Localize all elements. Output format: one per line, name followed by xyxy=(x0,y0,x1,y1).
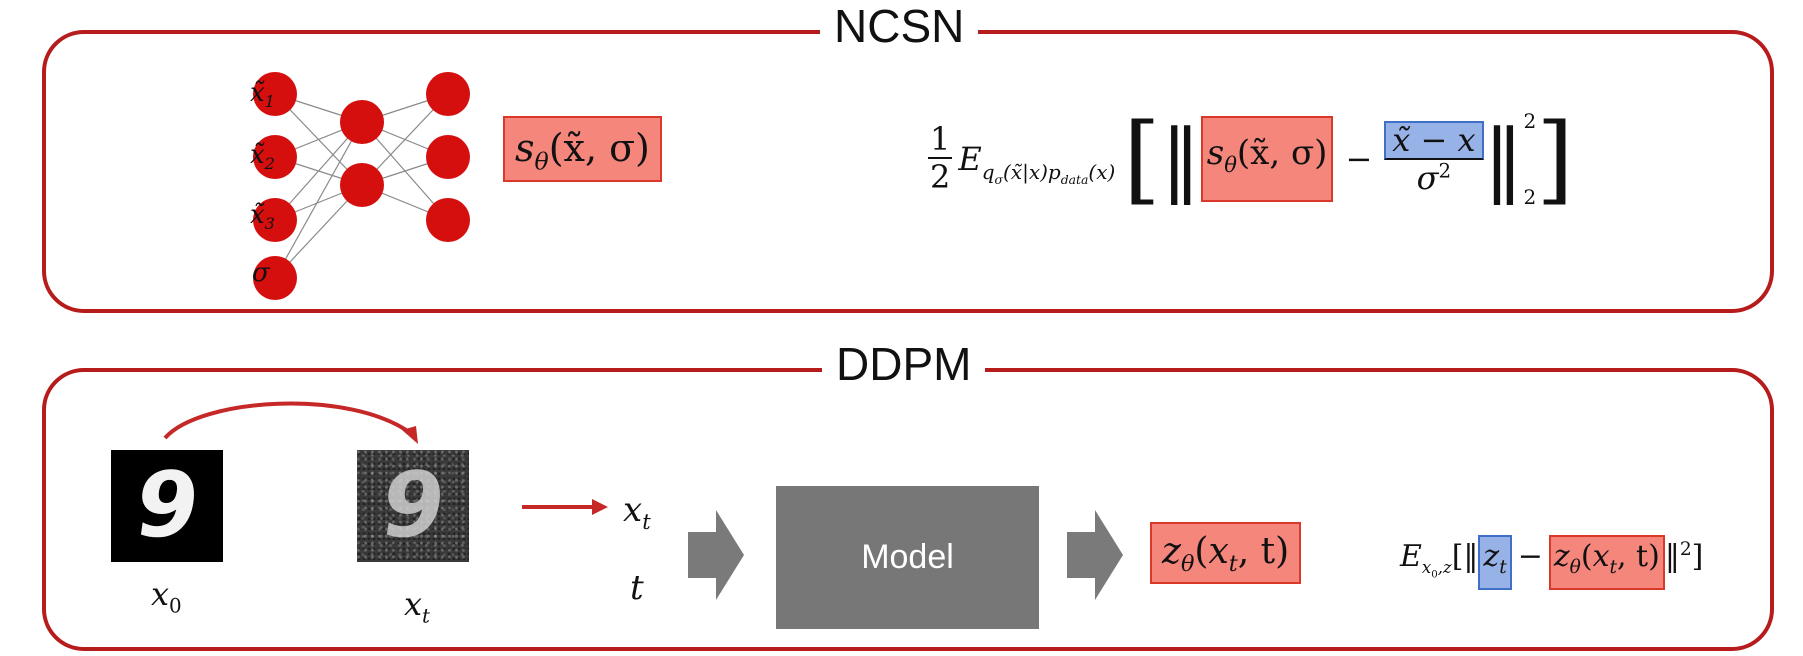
input-label-x1: x̃1 xyxy=(250,78,275,112)
network-edge xyxy=(274,121,363,279)
gray-arrow-left xyxy=(688,510,744,600)
input-node xyxy=(253,198,297,242)
score-function-box: sθ(x̃, σ) xyxy=(503,116,662,182)
output-node xyxy=(426,135,470,179)
forward-noise-arrow xyxy=(163,401,418,444)
ncsn-loss-formula: 1 2 E qσ(x̃|x)pdata(x) [ ‖ sθ(x̃, σ) − x… xyxy=(928,103,1574,215)
predicted-noise-highlight: zθ(xt, t) xyxy=(1548,535,1665,590)
model-box: Model xyxy=(776,486,1039,629)
score-term-highlight: sθ(x̃, σ) xyxy=(1200,116,1334,202)
input-node xyxy=(253,256,297,300)
hidden-node xyxy=(340,163,384,207)
target-fraction: x̃ − x σ2 xyxy=(1384,121,1484,197)
input-label-sigma: σ xyxy=(252,258,270,288)
ncsn-title: NCSN xyxy=(820,0,979,52)
ddpm-title: DDPM xyxy=(822,338,986,390)
model-input-xt: xt xyxy=(623,490,651,534)
noisy-digit-image: 9 xyxy=(357,450,469,562)
x0-label: x0 xyxy=(151,575,182,618)
score-network-diagram xyxy=(253,72,470,300)
clean-digit-image: 9 xyxy=(111,450,223,562)
input-node xyxy=(253,135,297,179)
xt-label: xt xyxy=(404,585,431,628)
model-input-t: t xyxy=(630,568,644,608)
gray-arrow-right xyxy=(1067,510,1123,600)
noise-prediction-box: zθ((xxt, t) xyxy=(1150,522,1302,584)
input-node xyxy=(253,72,297,116)
expectation-subscript: qσ(x̃|x)pdata(x) xyxy=(981,159,1116,187)
input-label-x3: x̃3 xyxy=(250,200,275,234)
ddpm-loss-formula: Ex0,z[‖zt−zθ(xt, t)‖2] xyxy=(1400,526,1703,599)
red-input-arrow xyxy=(522,499,608,515)
half-fraction: 1 2 xyxy=(928,120,953,197)
output-node xyxy=(426,198,470,242)
target-noise-highlight: zt xyxy=(1478,535,1512,590)
input-label-x2: x̃2 xyxy=(250,140,275,174)
hidden-node xyxy=(340,100,384,144)
output-node xyxy=(426,72,470,116)
